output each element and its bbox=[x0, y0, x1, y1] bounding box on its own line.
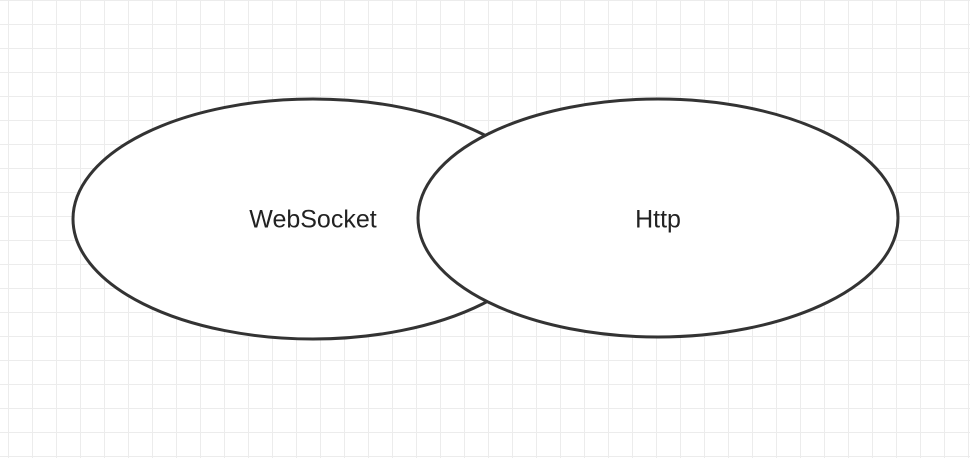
http-ellipse[interactable] bbox=[416, 97, 900, 339]
websocket-label: WebSocket bbox=[249, 206, 376, 234]
http-label: Http bbox=[635, 206, 681, 234]
node-http[interactable] bbox=[416, 97, 900, 339]
